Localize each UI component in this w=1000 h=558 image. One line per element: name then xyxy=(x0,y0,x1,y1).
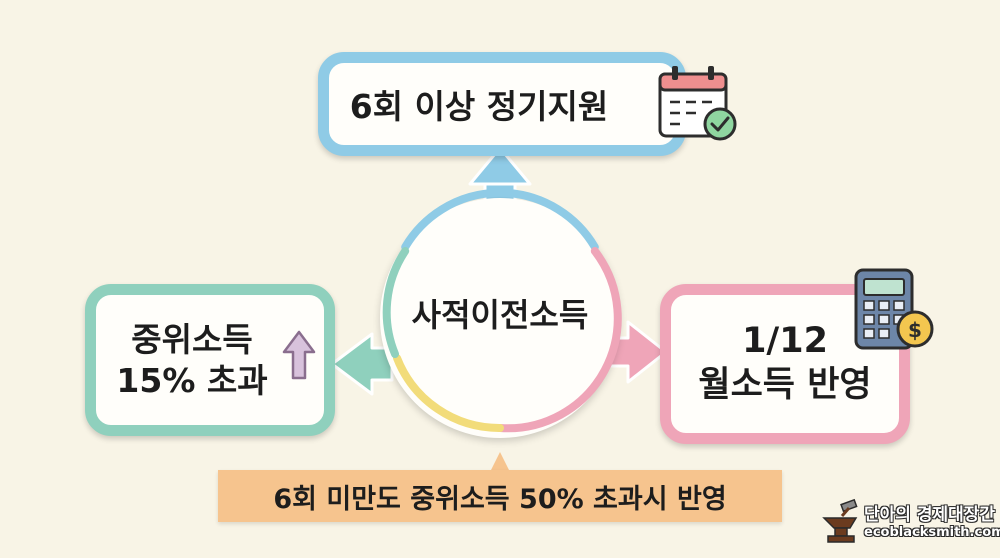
anvil-logo-icon xyxy=(822,498,858,543)
right-card-line2: 월소득 반영 xyxy=(698,365,872,405)
watermark-url: ecoblacksmith.com xyxy=(864,525,1000,540)
top-card-label: 6회 이상 정기지원 xyxy=(349,87,609,126)
watermark-title: 단아의 경제대장간 xyxy=(864,505,996,525)
right-card: 1/12 월소득 반영 xyxy=(660,284,910,444)
watermark: 단아의 경제대장간 ecoblacksmith.com xyxy=(820,498,1000,548)
left-card: 중위소득 15% 초과 xyxy=(85,284,335,436)
left-card-line2: 15% 초과 xyxy=(116,361,268,400)
left-arrow xyxy=(330,332,394,396)
top-card: 6회 이상 정기지원 xyxy=(318,52,686,156)
center-label: 사적이전소득 xyxy=(411,296,589,334)
bottom-banner: 6회 미만도 중위소득 50% 초과시 반영 xyxy=(218,470,782,522)
banner-label: 6회 미만도 중위소득 50% 초과시 반영 xyxy=(273,483,727,515)
right-card-line1: 1/12 xyxy=(742,321,828,362)
left-card-line1: 중위소득 xyxy=(131,319,253,359)
